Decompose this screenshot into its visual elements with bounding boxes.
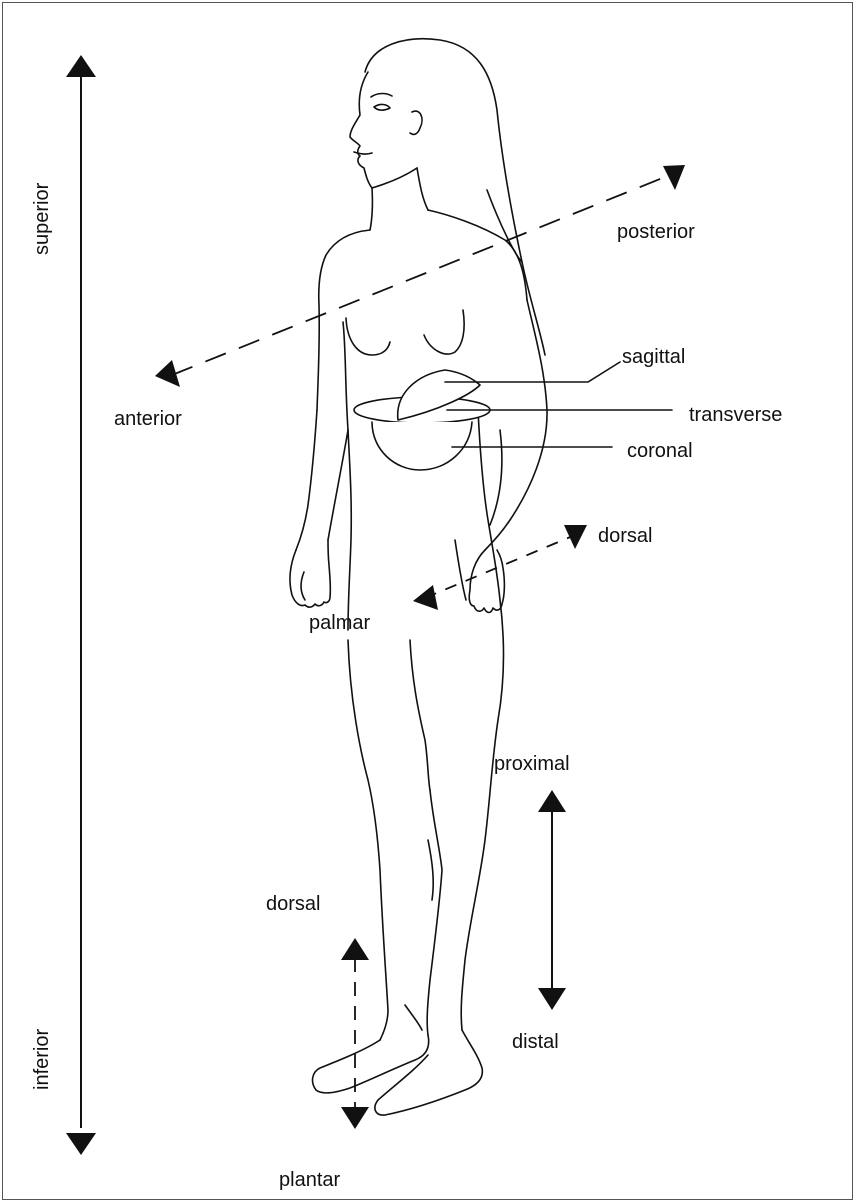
palmar-arrow-icon — [413, 585, 438, 610]
ear — [410, 111, 422, 134]
left-arm-inner — [343, 322, 348, 430]
coronal-plane — [372, 422, 472, 470]
left-arm-outer — [296, 410, 317, 550]
lower-torso — [455, 540, 466, 600]
label-posterior: posterior — [617, 221, 695, 243]
distal-arrow-icon — [538, 988, 566, 1010]
label-proximal: proximal — [494, 753, 570, 775]
human-figure — [290, 39, 547, 1115]
eye — [374, 104, 390, 110]
left-hand — [290, 540, 330, 607]
left-shoulder — [317, 230, 370, 410]
mouth — [354, 152, 372, 154]
label-inferior: inferior — [31, 1029, 53, 1090]
left-forearm-inner — [328, 430, 348, 540]
left-foot — [313, 1035, 429, 1093]
proximal-arrow-icon — [538, 790, 566, 812]
face-profile — [350, 72, 372, 188]
inner-thigh-line — [410, 640, 430, 790]
label-dorsal-foot: dorsal — [266, 893, 320, 915]
superior-arrow-icon — [66, 55, 96, 77]
label-dorsal-hand: dorsal — [598, 525, 652, 547]
plantar-arrow-icon — [341, 1107, 369, 1129]
label-transverse: transverse — [689, 404, 782, 426]
labels: superior inferior posterior anterior sag… — [31, 182, 782, 1191]
label-distal: distal — [512, 1031, 559, 1053]
waist-left — [348, 430, 351, 630]
dorsal-arrow-icon — [564, 525, 587, 549]
dorsal-palmar-axis — [425, 535, 575, 598]
foot-dorsal-arrow-icon — [341, 938, 369, 960]
label-anterior: anterior — [114, 408, 182, 430]
label-coronal: coronal — [627, 440, 693, 462]
left-ankle — [405, 1005, 422, 1030]
jaw — [372, 168, 417, 188]
label-sagittal: sagittal — [622, 346, 685, 368]
eyebrow — [371, 94, 392, 98]
right-shoulder — [428, 210, 527, 300]
inferior-arrow-icon — [66, 1133, 96, 1155]
label-superior: superior — [31, 182, 53, 255]
right-leg-outer — [461, 600, 503, 1030]
left-thumb — [301, 572, 305, 600]
anterior-posterior-axis — [172, 175, 670, 375]
hair-outline — [365, 39, 545, 355]
label-palmar: palmar — [309, 612, 370, 634]
left-leg-outer — [348, 640, 388, 1040]
posterior-arrow-icon — [663, 165, 685, 190]
right-leg-inner — [427, 790, 442, 1035]
left-knee — [428, 840, 433, 900]
body-planes — [354, 362, 672, 470]
neck-front — [417, 168, 428, 210]
neck-back — [370, 188, 372, 230]
right-arm-inner — [490, 430, 502, 525]
direction-arrows — [66, 55, 685, 1155]
right-breast — [424, 310, 464, 354]
right-hand — [469, 550, 504, 613]
left-breast — [346, 318, 390, 355]
label-plantar: plantar — [279, 1169, 340, 1191]
hair-back — [487, 190, 522, 262]
